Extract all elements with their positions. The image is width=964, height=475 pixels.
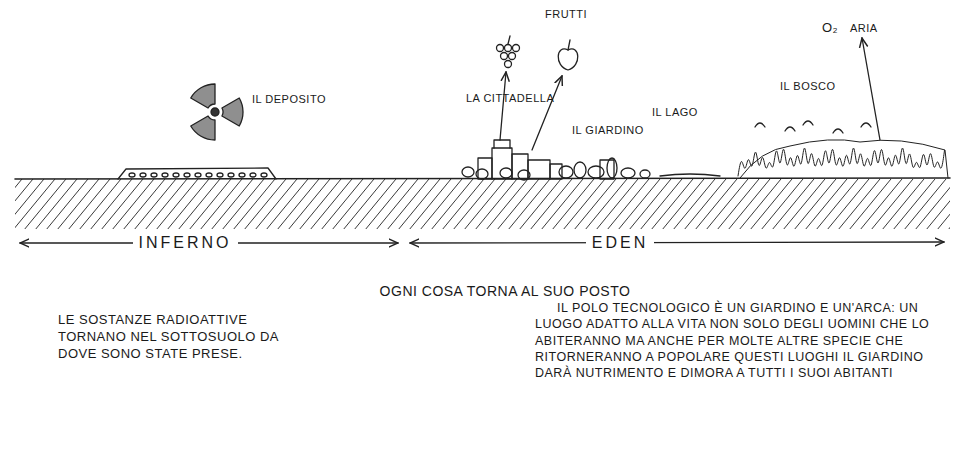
- radiation-symbol: [191, 84, 243, 140]
- grapes-icon: [497, 36, 520, 68]
- soil-hatching: [15, 179, 950, 229]
- note-paragraph: IL POLO TECNOLOGICO È UN GIARDINO E UN'A…: [535, 300, 930, 381]
- air-label: ARIA: [850, 22, 878, 35]
- garden-bushes: [559, 158, 650, 179]
- apple-icon: [558, 40, 578, 70]
- lake-surface: [660, 174, 720, 176]
- zone-label: INFERNO: [133, 233, 238, 252]
- birds: [755, 121, 871, 133]
- citadel-buildings: [462, 140, 562, 180]
- deposit-mound: [118, 168, 276, 179]
- note-paragraph: LE SOSTANZE RADIOATTIVE TORNANO NEL SOTT…: [58, 312, 283, 363]
- motto-heading: OGNI COSA TORNA AL SUO POSTO: [380, 283, 631, 300]
- garden-label: IL GIARDINO: [572, 124, 644, 137]
- forest-mass: [738, 140, 948, 178]
- deposit-label: IL DEPOSITO: [252, 93, 326, 106]
- flow-arrows: [500, 38, 880, 150]
- oxygen-label: O₂: [822, 20, 838, 36]
- lake-label: IL LAGO: [652, 106, 698, 119]
- citadel-label: LA CITTADELLA: [466, 92, 554, 105]
- zone-label: EDEN: [586, 233, 654, 252]
- forest-label: IL BOSCO: [780, 80, 836, 93]
- fruit-label: FRUTTI: [545, 8, 587, 21]
